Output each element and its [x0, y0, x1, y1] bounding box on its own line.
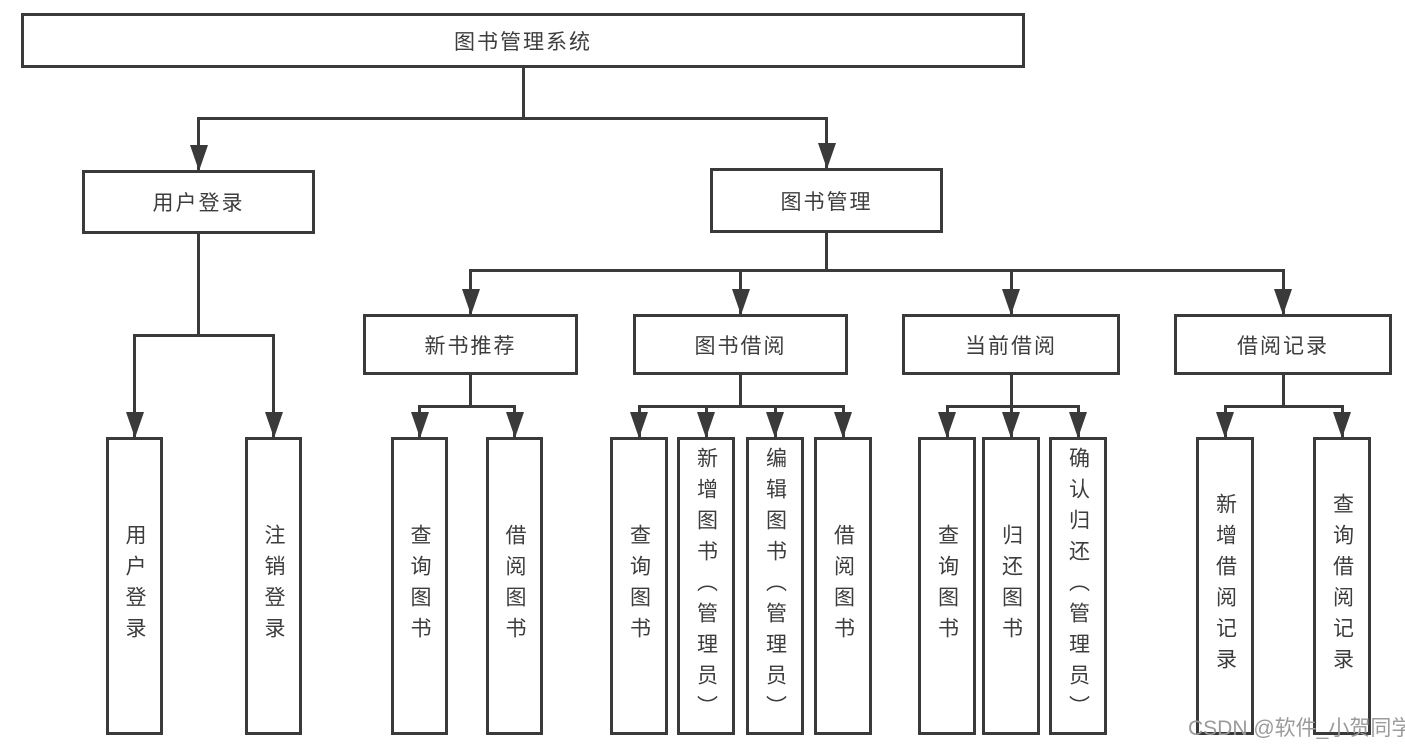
node-c-confirm: 确认归还（管理员）	[1049, 437, 1107, 735]
connector-bar	[197, 116, 828, 120]
connector-bar	[133, 333, 275, 337]
node-label: 用户登录	[152, 192, 245, 215]
arrow-down-icon	[410, 412, 429, 438]
connector-line	[1009, 375, 1013, 406]
node-label: 借阅图书	[831, 524, 855, 648]
connector-bar	[637, 404, 845, 408]
arrow-down-icon	[1274, 289, 1292, 315]
node-r-add: 新增借阅记录	[1196, 437, 1254, 735]
arrow-down-icon	[189, 145, 208, 171]
arrow-down-icon	[1216, 412, 1234, 438]
connector-line	[739, 375, 742, 406]
arrow-down-icon	[817, 143, 836, 169]
node-label: 查询借阅记录	[1330, 493, 1354, 679]
arrow-down-icon	[125, 412, 144, 438]
connector-line	[521, 68, 525, 118]
node-mgmt: 图书管理	[710, 168, 943, 233]
node-b-edit: 编辑图书（管理员）	[746, 437, 804, 735]
node-current: 当前借阅	[902, 314, 1120, 375]
node-label: 新增图书（管理员）	[694, 446, 718, 726]
connector-line	[197, 118, 200, 170]
arrow-down-icon	[630, 412, 648, 438]
arrow-down-icon	[1002, 412, 1020, 438]
arrow-down-icon	[1333, 412, 1351, 438]
connector-line	[1281, 375, 1285, 406]
node-user-login: 用户登录	[106, 437, 163, 735]
node-label: 查询图书	[408, 524, 431, 648]
node-label: 新增借阅记录	[1213, 493, 1237, 679]
node-b-borrow: 借阅图书	[814, 437, 872, 735]
node-label: 借阅记录	[1237, 334, 1329, 358]
arrow-down-icon	[731, 289, 750, 315]
node-label: 查询图书	[935, 524, 959, 648]
connector-line	[133, 335, 136, 437]
connector-line	[825, 233, 828, 270]
watermark-text: CSDN @软件_小贺同学	[1188, 717, 1405, 740]
node-root: 图书管理系统	[21, 13, 1025, 68]
node-b-add: 新增图书（管理员）	[677, 437, 735, 735]
node-label: 当前借阅	[965, 334, 1057, 358]
connector-line	[197, 234, 200, 335]
node-b-query: 查询图书	[610, 437, 668, 735]
node-label: 确认归还（管理员）	[1066, 446, 1090, 726]
node-logout: 注销登录	[245, 437, 302, 735]
node-nb-query: 查询图书	[391, 437, 448, 735]
arrow-down-icon	[766, 412, 784, 438]
arrow-down-icon	[505, 412, 524, 438]
arrow-down-icon	[1002, 289, 1020, 315]
node-label: 编辑图书（管理员）	[763, 446, 787, 726]
node-new-book: 新书推荐	[363, 314, 578, 375]
connector-bar	[418, 404, 516, 408]
node-r-query: 查询借阅记录	[1313, 437, 1371, 735]
arrow-down-icon	[1069, 412, 1087, 438]
connector-bar	[469, 268, 1285, 272]
arrow-down-icon	[697, 412, 715, 438]
node-c-query: 查询图书	[918, 437, 976, 735]
node-nb-borrow: 借阅图书	[486, 437, 543, 735]
arrow-down-icon	[461, 289, 480, 315]
node-label: 图书借阅	[694, 334, 787, 358]
arrow-down-icon	[938, 412, 956, 438]
node-borrow: 图书借阅	[633, 314, 848, 375]
connector-bar	[945, 404, 1080, 408]
node-c-return: 归还图书	[982, 437, 1040, 735]
node-label: 图书管理	[780, 190, 873, 214]
node-label: 借阅图书	[503, 524, 526, 648]
connector-line	[469, 375, 472, 406]
node-label: 图书管理系统	[454, 30, 592, 54]
arrow-down-icon	[834, 412, 852, 438]
arrow-down-icon	[264, 412, 283, 438]
node-label: 用户登录	[123, 524, 146, 648]
node-label: 注销登录	[262, 524, 285, 648]
node-label: 归还图书	[999, 524, 1023, 648]
node-label: 新书推荐	[424, 334, 517, 358]
connector-line	[272, 335, 275, 437]
node-label: 查询图书	[627, 524, 651, 648]
connector-bar	[1223, 404, 1344, 408]
node-records: 借阅记录	[1174, 314, 1392, 375]
node-login: 用户登录	[82, 170, 315, 234]
